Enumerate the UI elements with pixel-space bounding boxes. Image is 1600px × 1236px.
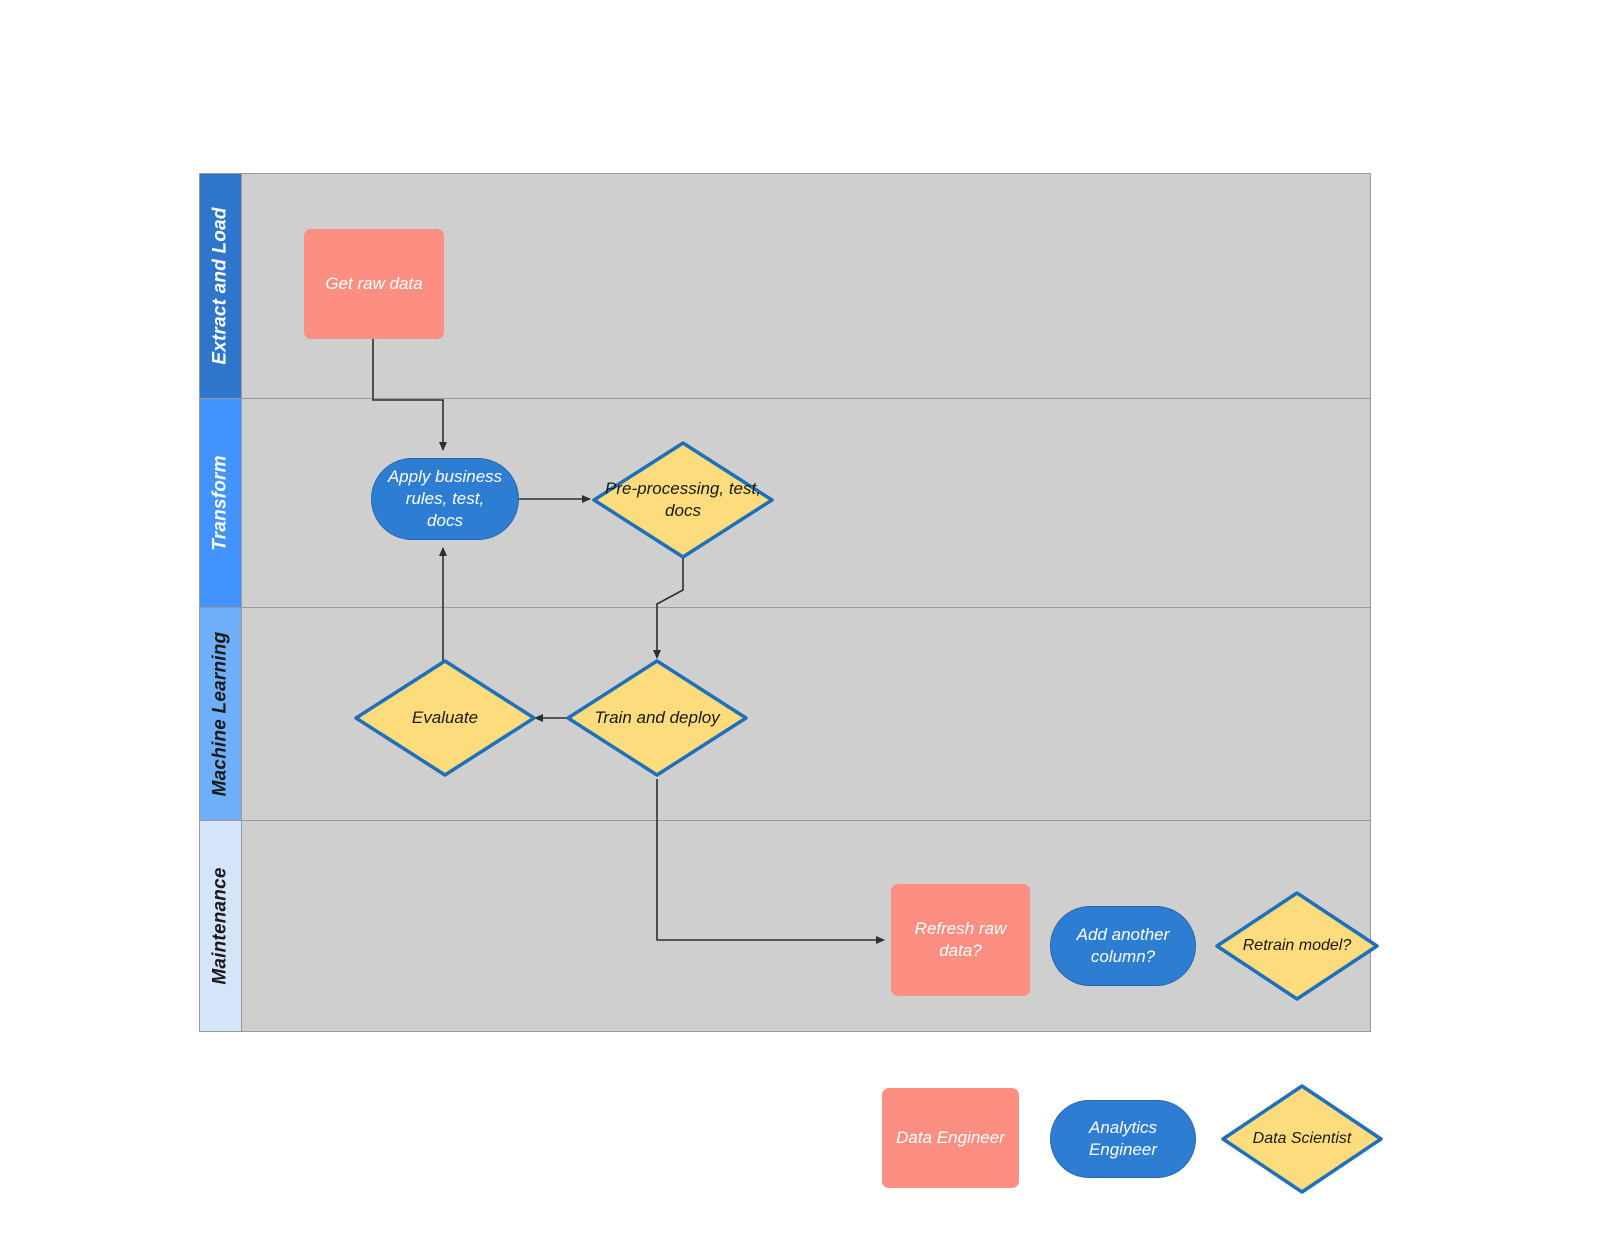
node-label-apply-business-rules: Apply business rules, test, docs xyxy=(387,467,503,530)
diamond-shape-data-scientist xyxy=(1221,1084,1383,1194)
legend-label-analytics-engineer: Analytics Engineer xyxy=(1088,1118,1158,1159)
lane-header-transform: Transform xyxy=(200,399,242,607)
lane-label-extract-and-load: Extract and Load xyxy=(209,207,231,365)
legend-label-data-scientist: Data Scientist xyxy=(1252,1129,1352,1147)
legend-item-analytics-engineer[interactable]: Analytics Engineer xyxy=(1050,1100,1196,1178)
lane-label-transform: Transform xyxy=(209,455,231,551)
lane-header-extract-and-load: Extract and Load xyxy=(200,174,242,398)
node-label-pre-processing: Pre-processing, test, docs xyxy=(605,479,761,520)
diamond-shape-train-and-deploy xyxy=(566,659,748,777)
legend-label-data-engineer: Data Engineer xyxy=(896,1128,1005,1148)
node-train-and-deploy[interactable]: Train and deploy xyxy=(566,659,748,777)
node-label-add-another-column: Add another column? xyxy=(1076,925,1170,966)
lane-label-maintenance: Maintenance xyxy=(209,867,231,985)
lane-label-machine-learning: Machine Learning xyxy=(209,631,231,797)
node-label-get-raw-data: Get raw data xyxy=(325,274,423,294)
node-retrain-model[interactable]: Retrain model? xyxy=(1215,891,1379,1001)
lane-header-machine-learning: Machine Learning xyxy=(200,608,242,820)
node-pre-processing[interactable]: Pre-processing, test, docs xyxy=(592,441,774,559)
node-evaluate[interactable]: Evaluate xyxy=(354,659,536,777)
node-label-retrain-model: Retrain model? xyxy=(1242,936,1352,954)
diamond-shape-retrain-model xyxy=(1215,891,1379,1001)
node-label-train-and-deploy: Train and deploy xyxy=(594,708,720,728)
node-get-raw-data[interactable]: Get raw data xyxy=(304,229,444,339)
node-add-another-column[interactable]: Add another column? xyxy=(1050,906,1196,986)
lane-body-maintenance xyxy=(242,821,1370,1031)
legend-item-data-scientist[interactable]: Data Scientist xyxy=(1221,1084,1383,1194)
diamond-shape-evaluate xyxy=(354,659,536,777)
lane-header-maintenance: Maintenance xyxy=(200,821,242,1031)
node-apply-business-rules[interactable]: Apply business rules, test, docs xyxy=(371,458,519,540)
legend-item-data-engineer[interactable]: Data Engineer xyxy=(882,1088,1019,1188)
node-label-evaluate: Evaluate xyxy=(411,708,479,728)
node-label-refresh-raw-data: Refresh raw data? xyxy=(914,919,1007,960)
node-refresh-raw-data[interactable]: Refresh raw data? xyxy=(891,884,1030,996)
